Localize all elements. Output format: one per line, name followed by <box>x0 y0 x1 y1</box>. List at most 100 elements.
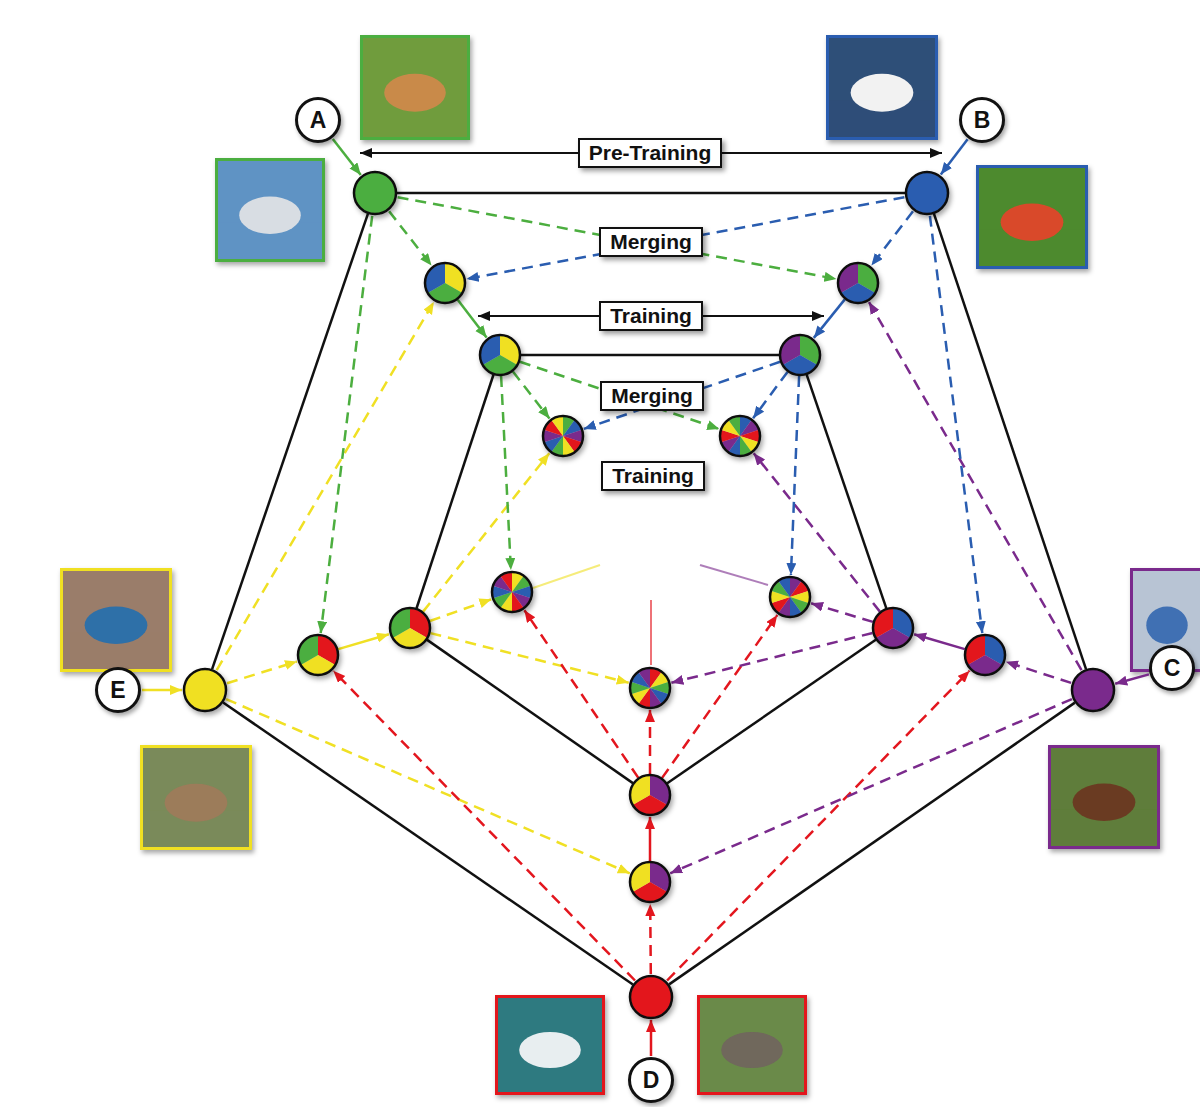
photo-layer <box>60 35 1200 1095</box>
train-arrow <box>914 634 965 649</box>
stage-label: Pre-Training <box>578 138 723 168</box>
pie-slice <box>965 635 985 665</box>
photo-frame <box>699 997 806 1094</box>
merged-model <box>543 416 583 456</box>
merge-arrow <box>430 633 628 683</box>
photo-frame <box>62 570 171 671</box>
callout-letter: B <box>959 97 1005 143</box>
merge-arrow <box>667 671 970 981</box>
pie-outline <box>780 335 820 375</box>
merge-arrow <box>226 699 630 873</box>
input-arrow <box>941 139 968 174</box>
photo-subject <box>519 1032 581 1068</box>
stage-label: Merging <box>600 381 704 411</box>
pentagon-edge <box>426 639 633 783</box>
merge-arrow <box>671 633 872 683</box>
pie-fill <box>906 172 948 214</box>
photo-subject <box>1073 783 1136 820</box>
pie-slice <box>425 263 445 293</box>
model-circle <box>906 172 948 214</box>
pie-fill <box>184 669 226 711</box>
photo-frame <box>978 167 1087 268</box>
pie-outline <box>630 862 670 902</box>
merge-arrow <box>930 216 982 633</box>
merge-arrow <box>871 211 913 265</box>
pie-slice <box>298 635 318 665</box>
input-arrow <box>142 689 182 692</box>
pie-outline <box>630 668 670 708</box>
stage-text: Training <box>612 464 694 488</box>
stage-label: Training <box>601 461 705 491</box>
photo <box>1048 745 1160 849</box>
callout-letter: E <box>95 667 141 713</box>
model-circle <box>1072 669 1114 711</box>
input-arrow <box>333 139 361 175</box>
photo-subject <box>384 74 446 112</box>
merged-model <box>720 416 760 456</box>
pie-slice <box>630 775 650 805</box>
trained-model <box>873 608 913 648</box>
photo-background <box>1048 745 1160 849</box>
trained-model <box>480 335 520 375</box>
callout-text: E <box>110 679 125 702</box>
merge-arrow <box>649 710 652 774</box>
pie-outline <box>630 976 672 1018</box>
train-arrow <box>649 817 652 861</box>
photo <box>60 568 172 672</box>
merge-arrow <box>398 197 837 279</box>
pie-outline <box>492 572 532 612</box>
pie-outline <box>770 577 810 617</box>
photo-background <box>697 995 807 1095</box>
merge-arrow <box>389 211 431 265</box>
photo-background <box>976 165 1088 269</box>
pie-outline <box>630 775 670 815</box>
pie-outline <box>425 263 465 303</box>
merge-arrow <box>333 671 635 981</box>
callout-text: A <box>310 109 327 132</box>
fading-ray <box>700 565 768 585</box>
pie-slice <box>630 862 650 892</box>
model-circle <box>630 976 672 1018</box>
merged-model <box>630 668 670 708</box>
pie-outline <box>298 635 338 675</box>
photo-frame <box>217 160 324 261</box>
photo-frame <box>828 37 937 139</box>
trained-model <box>390 608 430 648</box>
merge-arrow <box>662 615 777 778</box>
pentagon-edge <box>520 354 780 357</box>
pentagon-edge <box>416 374 493 609</box>
merge-arrow <box>227 662 297 684</box>
pentagon-edge <box>667 639 877 783</box>
train-arrow <box>458 300 487 338</box>
photo-frame <box>497 997 604 1094</box>
photo <box>215 158 325 262</box>
photo-subject <box>1146 606 1187 643</box>
pie-outline <box>480 335 520 375</box>
fading-ray <box>650 600 652 665</box>
pie-outline <box>184 669 226 711</box>
merged-model <box>630 862 670 902</box>
merge-arrow <box>217 302 434 670</box>
merge-arrow <box>501 376 511 570</box>
merge-arrow <box>649 904 652 974</box>
merge-arrow <box>430 599 492 621</box>
pie-slice <box>480 335 500 365</box>
merge-arrow <box>1006 662 1071 683</box>
pentagon-edge <box>669 703 1075 985</box>
photo-frame <box>362 37 469 139</box>
photo-frame <box>142 747 251 849</box>
trained-model <box>630 775 670 815</box>
merge-arrow <box>869 302 1082 670</box>
circle-layer <box>184 172 1114 1018</box>
merge-arrow <box>423 453 549 611</box>
pentagon-edge <box>806 374 886 609</box>
merge-arrow <box>513 372 550 419</box>
pie-outline <box>720 416 760 456</box>
stage-text: Merging <box>610 230 692 254</box>
train-arrow <box>814 299 845 338</box>
merged-model <box>770 577 810 617</box>
input-arrow <box>1115 674 1149 683</box>
photo <box>140 745 252 850</box>
merged-model <box>425 263 465 303</box>
